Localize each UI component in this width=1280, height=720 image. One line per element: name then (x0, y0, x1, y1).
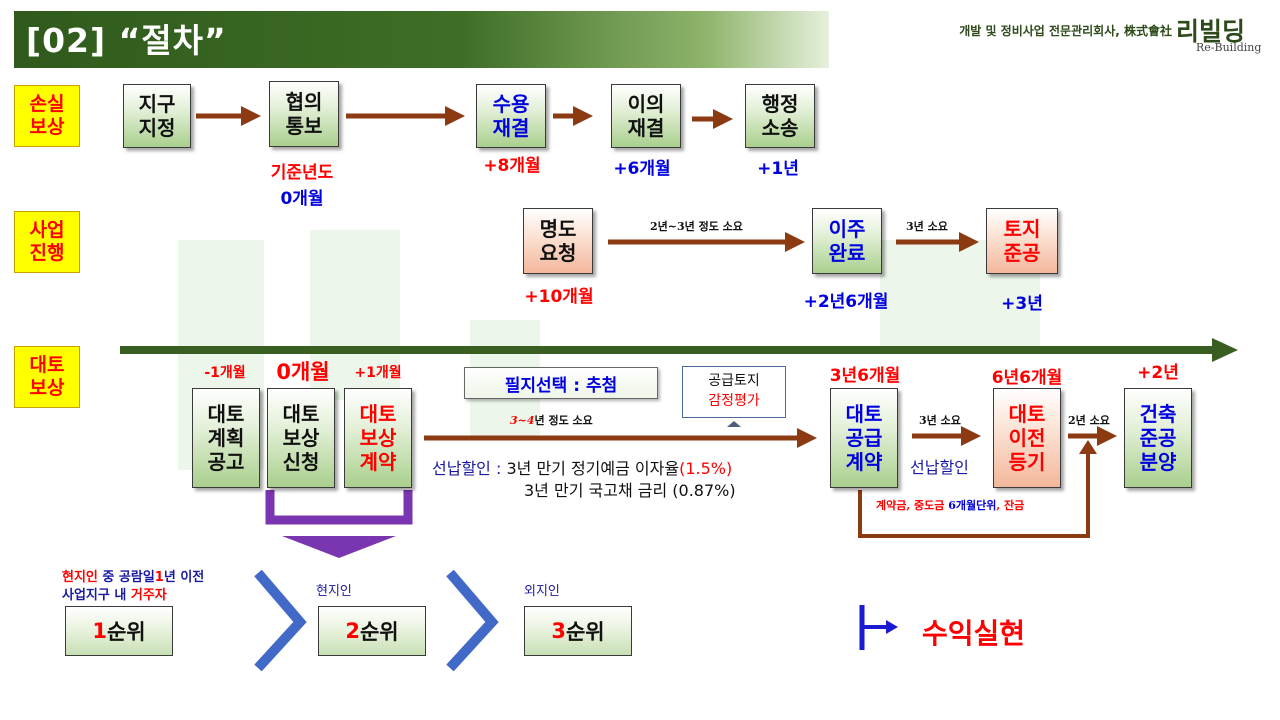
note-zero-month: 0개월 (280, 189, 324, 209)
row-label-project: 사업 진행 (14, 211, 80, 273)
note-plus-3y: +3년 (1001, 294, 1043, 314)
duration-label: 2년~3년 정도 소요 (650, 220, 743, 233)
note-6y6m: 6년6개월 (991, 368, 1063, 388)
rank3-condition: 외지인 (524, 584, 560, 599)
note-plus-2y: +2년 (1137, 363, 1179, 383)
duration-label: 3년 소요 (919, 414, 961, 427)
rank1-condition: 현지인 중 공람일1년 이전 사업지구 내 거주자 (62, 570, 205, 603)
supply-appraisal-box: 공급토지 감정평가 (682, 366, 786, 418)
note-plus-10m: +10개월 (524, 287, 594, 307)
purple-arrow (282, 536, 396, 558)
note-zero-month-land: 0개월 (276, 360, 330, 384)
chevron-right-icon (254, 569, 307, 672)
row-label-land: 대토 보상 (14, 346, 80, 408)
company-brand-en: Re-Building (1196, 41, 1262, 54)
page-title: [02] “절차” (26, 21, 227, 60)
profit-realization: 수익실현 (922, 617, 1026, 650)
note-minus-1m: -1개월 (204, 365, 246, 381)
payment-schedule-text: 계약금, 중도금 6개월단위, 잔금 (876, 499, 1025, 512)
lot-selection-text: 필지선택 : 추첨 (504, 375, 618, 396)
purple-bracket (265, 490, 413, 525)
timeline-head (1212, 338, 1238, 362)
note-plus-1y: +1년 (757, 159, 799, 179)
rank2-condition: 현지인 (316, 584, 352, 599)
prepay-discount-text: 선납할인 : 3년 만기 정기예금 이자율(1.5%) 3년 만기 국고채 금리… (432, 459, 736, 500)
prepay-discount-short: 선납할인 (910, 458, 969, 477)
duration-label: 3년 소요 (906, 220, 948, 233)
lot-selection-box: 필지선택 : 추첨 (464, 367, 658, 399)
payment-loop (858, 452, 1090, 538)
row-label-loss: 손실 보상 (14, 85, 80, 147)
duration-label: 3~4년 정도 소요 (510, 414, 593, 427)
profit-icon (886, 620, 898, 634)
note-plus-2y6m: +2년6개월 (803, 292, 889, 312)
title-bar (14, 11, 829, 68)
company-name: 개발 및 정비사업 전문관리회사, 株式會社 (959, 24, 1172, 38)
note-plus-6m: +6개월 (613, 159, 671, 179)
note-3y6m: 3년6개월 (829, 366, 901, 386)
company-brand: 리빌딩 (1176, 17, 1246, 46)
payment-loop-head (1079, 440, 1097, 454)
watermark-shape (310, 230, 400, 400)
note-plus-1m: +1개월 (354, 365, 402, 381)
note-plus-8m: +8개월 (483, 156, 541, 176)
note-base-year: 기준년도 (270, 163, 334, 183)
chevron-right-icon (446, 569, 499, 672)
arrow (727, 421, 741, 427)
duration-label: 2년 소요 (1068, 414, 1110, 427)
